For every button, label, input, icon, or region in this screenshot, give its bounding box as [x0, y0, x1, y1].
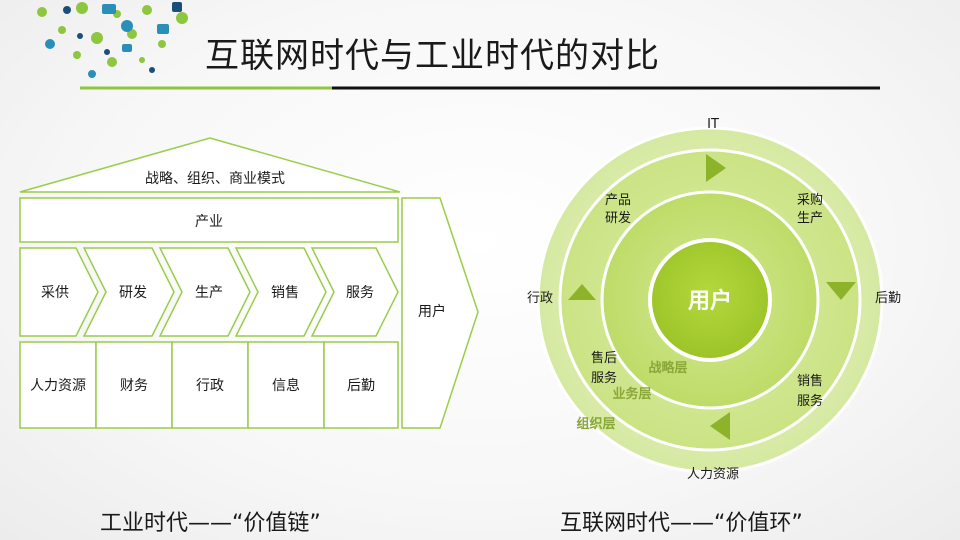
chain-label-1: 采供 — [41, 285, 69, 301]
support-box-4 — [247, 341, 325, 429]
center-core — [648, 238, 772, 362]
ring-label-bottom-right-2: 服务 — [797, 393, 823, 409]
arrow-left-icon — [568, 284, 596, 300]
center-label: 用户 — [688, 288, 732, 314]
roof-label: 战略、组织、商业模式 — [145, 171, 285, 187]
ring-label-top-left-2: 研发 — [605, 210, 631, 226]
support-label-3: 行政 — [196, 378, 224, 394]
strategy-roof — [19, 137, 401, 193]
ring-label-top: IT — [707, 117, 719, 132]
support-label-2: 财务 — [120, 378, 148, 394]
arrow-right-icon — [826, 282, 856, 300]
arrow-bottom-icon — [710, 412, 730, 440]
support-box-2 — [95, 341, 173, 429]
internet-caption: 互联网时代——“价值环” — [560, 511, 803, 536]
support-label-1: 人力资源 — [30, 378, 86, 394]
ring-label-bottom: 人力资源 — [687, 467, 739, 482]
support-box-5 — [323, 341, 399, 429]
user-label: 用户 — [418, 303, 446, 320]
arrow-top-icon — [706, 154, 726, 182]
layer-label-organization: 组织层 — [576, 416, 615, 432]
ring-label-top-right-1: 采购 — [797, 192, 823, 208]
support-box-3 — [171, 341, 249, 429]
layer-label-strategy: 战略层 — [648, 360, 687, 376]
slide-title: 互联网时代与工业时代的对比 — [205, 36, 660, 76]
chain-step-5 — [310, 247, 399, 337]
chain-label-2: 研发 — [119, 285, 147, 301]
industrial-value-chain-diagram: 战略、组织、商业模式 产业 采供 研发 生产 销售 服务 人力资源 财务 行政 … — [19, 137, 479, 429]
title-underline — [80, 86, 880, 90]
chain-label-3: 生产 — [195, 285, 223, 301]
ring-label-top-left-1: 产品 — [605, 193, 631, 208]
chain-step-3 — [158, 247, 251, 337]
support-label-5: 后勤 — [347, 378, 375, 394]
chain-step-2 — [82, 247, 175, 337]
layer-label-business: 业务层 — [612, 386, 651, 402]
internet-value-ring-diagram: 用户 IT 后勤 人力资源 行政 产品 研发 采购 生产 售后 服务 销售 服务… — [527, 117, 901, 482]
ring-label-right: 后勤 — [875, 291, 901, 306]
chain-step-4 — [234, 247, 327, 337]
chain-step-1 — [19, 247, 99, 337]
support-label-4: 信息 — [272, 377, 300, 394]
ring-label-left: 行政 — [527, 291, 553, 306]
user-arrow — [401, 197, 479, 429]
chain-label-5: 服务 — [346, 285, 374, 301]
decorative-icon-cluster — [37, 2, 188, 78]
ring-label-bottom-left-1: 售后 — [591, 350, 617, 366]
industrial-caption: 工业时代——“价值链” — [100, 511, 321, 536]
ring-label-top-right-2: 生产 — [797, 211, 823, 226]
industry-label: 产业 — [195, 214, 223, 230]
chain-label-4: 销售 — [271, 285, 299, 301]
industry-bar — [19, 197, 399, 243]
ring-label-bottom-right-1: 销售 — [797, 373, 823, 389]
ring-label-bottom-left-2: 服务 — [591, 370, 617, 386]
